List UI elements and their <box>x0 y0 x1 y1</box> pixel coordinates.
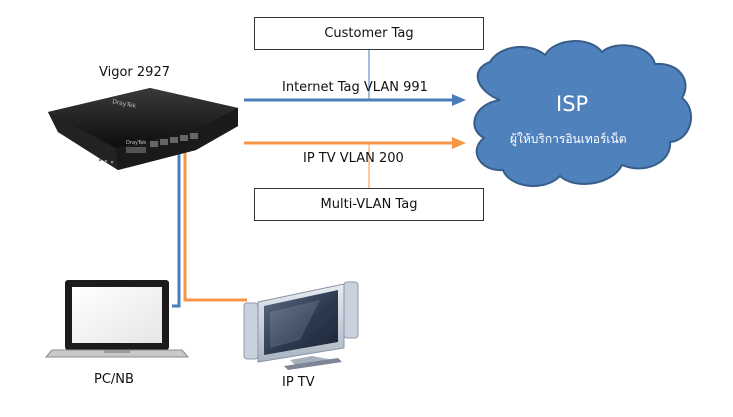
svg-text:DrayTek: DrayTek <box>112 98 138 110</box>
internet-vlan-label: Internet Tag VLAN 991 <box>282 80 428 95</box>
laptop-icon <box>44 280 190 358</box>
laptop-label: PC/NB <box>94 372 134 387</box>
svg-text:DrayTek: DrayTek <box>126 140 146 146</box>
multi-vlan-tag-box: Multi-VLAN Tag <box>254 188 484 221</box>
tv-label: IP TV <box>282 375 315 390</box>
isp-subtitle: ผู้ให้บริการอินเทอร์เน็ต <box>510 132 627 146</box>
iptv-vlan-arrow <box>244 137 466 149</box>
pc-cable <box>172 152 181 308</box>
router-label: Vigor 2927 <box>99 65 170 80</box>
isp-title: ISP <box>556 92 589 116</box>
iptv-vlan-label: IP TV VLAN 200 <box>303 151 404 166</box>
isp-cloud <box>473 40 692 188</box>
iptv-cable <box>183 152 247 302</box>
tv-icon <box>243 281 359 370</box>
internet-vlan-arrow <box>244 94 466 106</box>
router-icon: DrayTek DrayTek <box>48 88 238 170</box>
customer-tag-box: Customer Tag <box>254 17 484 50</box>
